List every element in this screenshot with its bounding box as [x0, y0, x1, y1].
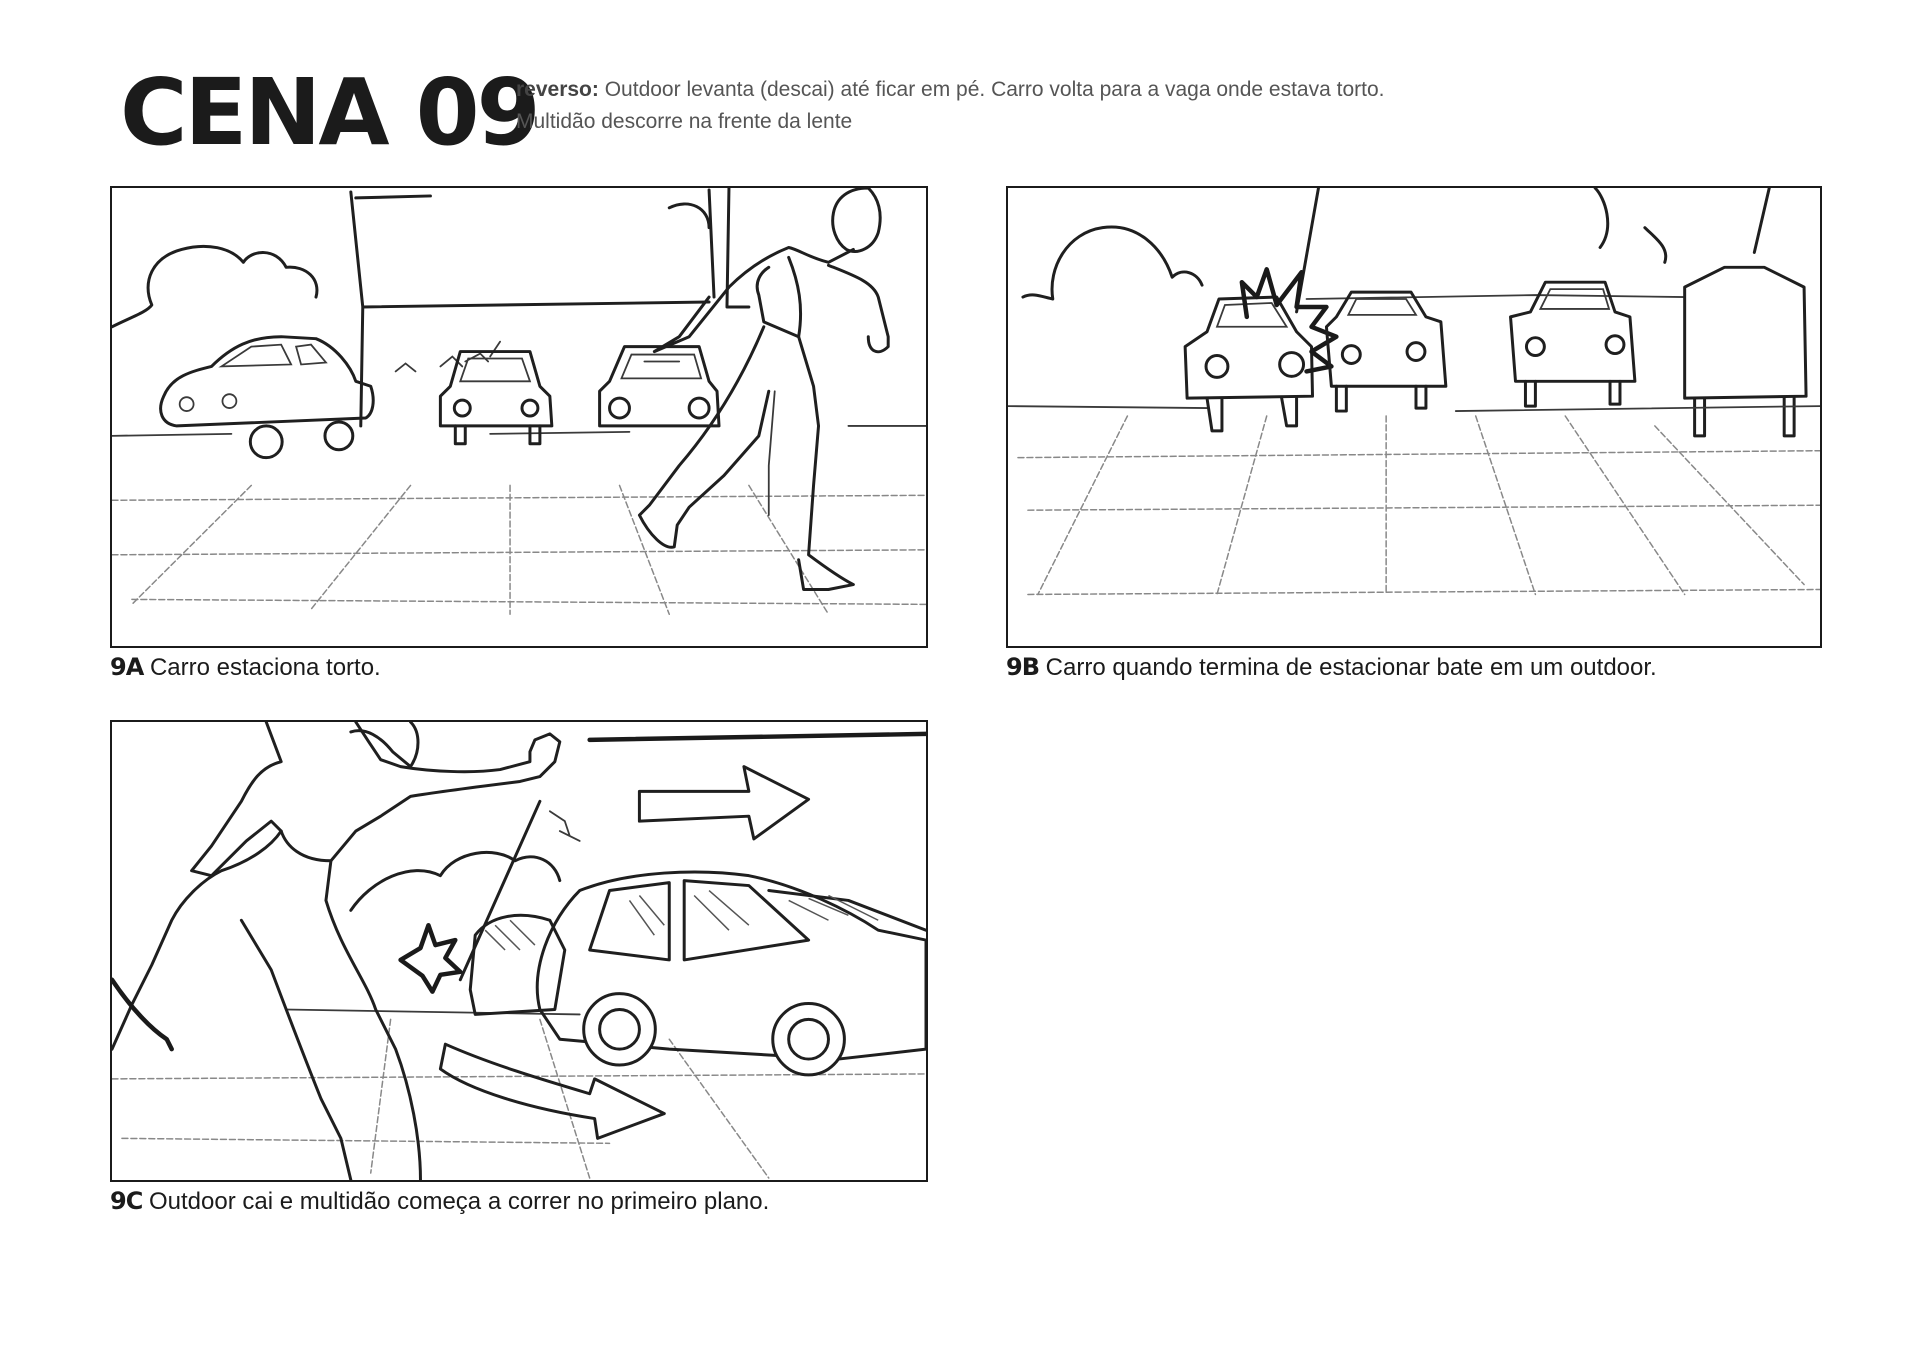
- panel-text: Carro estaciona torto.: [143, 654, 381, 681]
- scene-title: CENA 09: [120, 59, 541, 166]
- storyboard-panel-9c: [110, 720, 928, 1182]
- panel-code: 9A: [110, 653, 144, 681]
- panel-text: Outdoor cai e multidão começa a correr n…: [142, 1188, 770, 1215]
- panel-text: Carro quando termina de estacionar bate …: [1039, 654, 1657, 681]
- sketch-9b: [1008, 188, 1820, 596]
- panel-code: 9C: [110, 1187, 143, 1215]
- description-line-2: Multidão descorre na frente da lente: [516, 110, 853, 133]
- sketch-9a: [112, 188, 926, 616]
- description-line-1: Outdoor levanta (descai) até ficar em pé…: [598, 78, 1385, 101]
- storyboard-panel-9a: [110, 186, 928, 648]
- sketch-9c: [112, 722, 926, 1180]
- panel-caption-9a: 9A Carro estaciona torto.: [110, 652, 381, 683]
- panel-caption-9c: 9C Outdoor cai e multidão começa a corre…: [110, 1186, 769, 1217]
- scene-description: reverso: Outdoor levanta (descai) até fi…: [516, 74, 1516, 138]
- storyboard-panel-9b: [1006, 186, 1822, 648]
- description-lead: reverso:: [516, 78, 599, 101]
- panel-caption-9b: 9B Carro quando termina de estacionar ba…: [1006, 652, 1657, 683]
- panel-code: 9B: [1006, 653, 1040, 681]
